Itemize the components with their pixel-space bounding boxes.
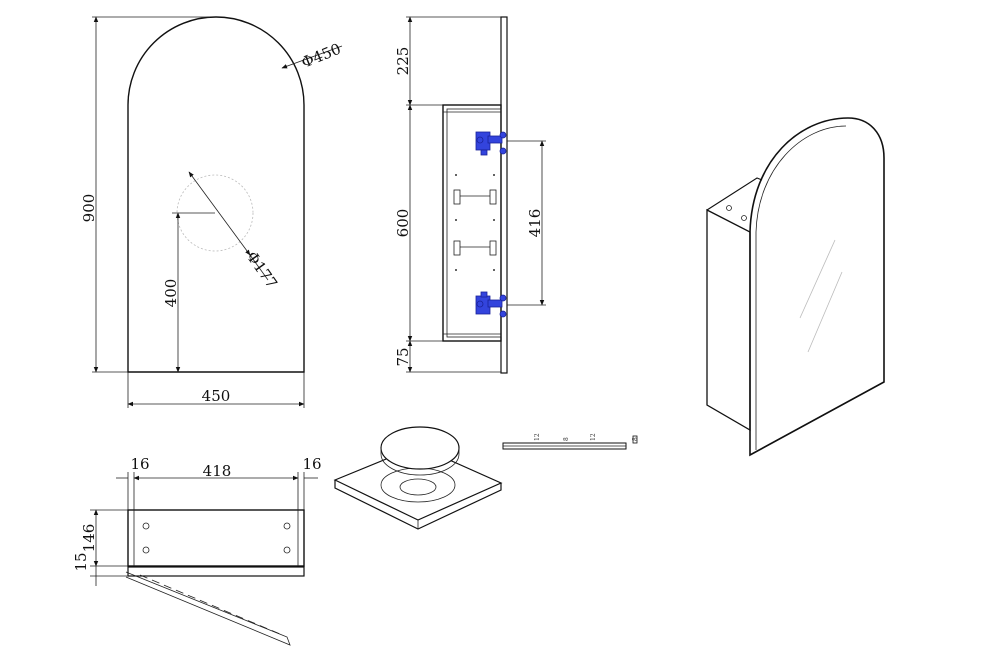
arch-diameter-label: Φ450 bbox=[299, 40, 344, 72]
side-view: 225 600 75 416 bbox=[394, 16, 546, 374]
arched-mirror-outline bbox=[127, 16, 305, 373]
front-view: 900 450 Φ450 Φ177 400 bbox=[80, 16, 344, 408]
arched-door-iso bbox=[749, 117, 885, 457]
cutout-diameter-label: Φ177 bbox=[243, 248, 281, 292]
hinge-spacing-label: 416 bbox=[526, 209, 544, 238]
door-plan bbox=[127, 566, 305, 577]
shelf-brackets bbox=[453, 174, 497, 271]
isometric-view bbox=[706, 117, 885, 457]
cabinet-box-iso bbox=[706, 208, 751, 432]
top-view: 16 418 16 146 15 bbox=[72, 455, 322, 646]
height-label: 900 bbox=[80, 194, 98, 223]
right-panel-label: 16 bbox=[302, 455, 321, 473]
profile-label-2: 8 bbox=[563, 437, 570, 441]
profile-label-4: 8 bbox=[632, 437, 639, 441]
door-swing bbox=[125, 571, 291, 646]
panel-hole bbox=[380, 467, 456, 503]
cutout-disc bbox=[380, 426, 460, 470]
bottom-hinge bbox=[475, 291, 507, 318]
door-panel bbox=[500, 16, 508, 374]
inner-width-label: 418 bbox=[203, 462, 232, 480]
width-label: 450 bbox=[202, 387, 231, 405]
depth-label: 146 bbox=[80, 524, 98, 553]
cabinet-plan bbox=[127, 509, 305, 567]
top-hinge bbox=[475, 131, 507, 156]
cutout-iso-view bbox=[333, 426, 503, 530]
profile-label-1: 12 bbox=[534, 433, 541, 441]
cutout-circle bbox=[176, 174, 254, 252]
cutout-diameter-line bbox=[188, 171, 251, 256]
thin-profile-view: 12 8 12 8 bbox=[502, 433, 639, 450]
left-panel-label: 16 bbox=[130, 455, 149, 473]
bottom-offset-label: 75 bbox=[394, 347, 412, 366]
cutout-height-label: 400 bbox=[162, 279, 180, 308]
body-height-label: 600 bbox=[394, 209, 412, 238]
door-thickness-label: 15 bbox=[72, 552, 90, 571]
top-offset-label: 225 bbox=[394, 47, 412, 76]
profile-label-3: 12 bbox=[590, 433, 597, 441]
